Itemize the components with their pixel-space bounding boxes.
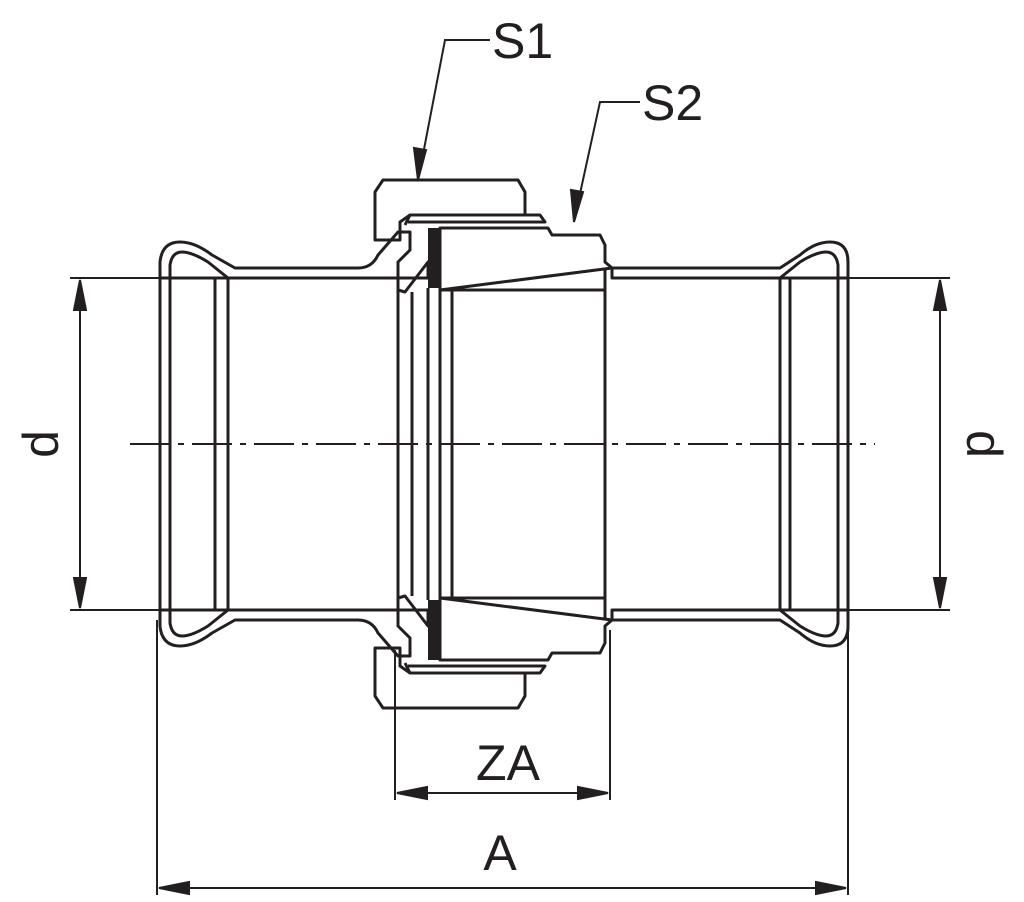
label-za: ZA [476,735,541,791]
label-s2: S2 [642,75,703,131]
leader-s2 [569,101,640,223]
label-d-right: d [956,430,1012,458]
dimension-a [156,620,849,896]
upper-section [158,178,850,294]
leader-s1 [412,39,490,181]
lower-section [158,594,850,710]
label-d-left: d [13,430,69,458]
dimension-d-left [70,277,160,611]
label-s1: S1 [492,13,553,69]
dimension-za [394,630,611,801]
label-a: A [483,825,517,881]
dimension-d-right [848,277,950,611]
